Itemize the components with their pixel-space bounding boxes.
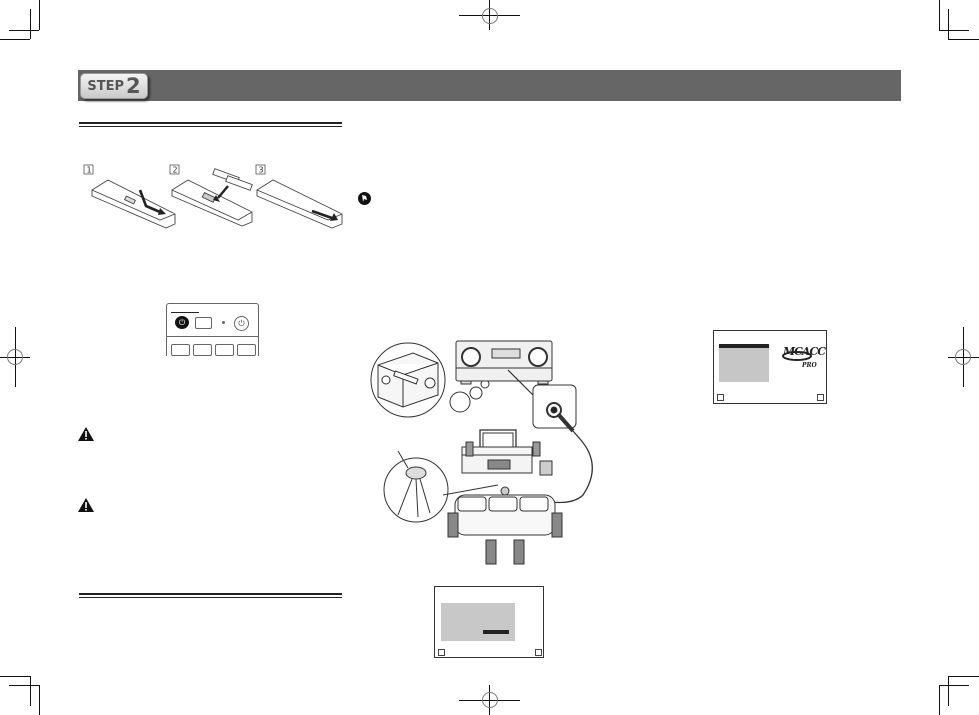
- mcacc-logo-text: MCACC: [783, 345, 826, 358]
- receiver-power-button[interactable]: ⏻: [234, 316, 249, 331]
- crop-mark-bottom-left: [39, 685, 40, 715]
- input-button-4[interactable]: [237, 344, 256, 356]
- crop-mark-top-right: [939, 30, 969, 31]
- mcacc-logo: MCACC PRO: [780, 343, 826, 373]
- crop-mark-top-right: [948, 39, 979, 40]
- step-header-bar: [78, 70, 901, 101]
- crop-mark-bottom-left: [9, 685, 39, 686]
- screen-selection-bar: [483, 630, 509, 634]
- setup-screen: [434, 586, 544, 658]
- section-rule: [79, 122, 342, 127]
- blank-button[interactable]: [195, 317, 212, 329]
- menu-panel: [719, 348, 769, 382]
- input-button-2[interactable]: [193, 344, 212, 356]
- svg-text:2: 2: [173, 166, 178, 175]
- screen-panel: [441, 603, 515, 641]
- crop-mark-top-right: [939, 0, 940, 30]
- mcacc-setup-illustration: [368, 335, 618, 570]
- crop-mark-bottom-left: [0, 676, 30, 677]
- crop-mark-top-left: [9, 30, 39, 31]
- back-icon: [438, 649, 445, 656]
- crop-mark-bottom-right: [948, 676, 979, 677]
- indicator-led: [222, 321, 225, 324]
- input-button-1[interactable]: [171, 344, 190, 356]
- step-badge: STEP 2: [80, 73, 148, 99]
- remote-control-panel: ⏻ ⏻: [166, 303, 259, 356]
- back-icon: [717, 394, 724, 401]
- step-label: STEP: [87, 78, 124, 94]
- step-number: 2: [126, 74, 141, 98]
- svg-text:3: 3: [259, 166, 264, 175]
- menu-header-bar: [719, 344, 769, 348]
- crop-mark-bottom-right: [948, 676, 949, 706]
- svg-text:1: 1: [87, 166, 92, 175]
- input-button-3[interactable]: [215, 344, 234, 356]
- warning-icon: [78, 497, 94, 516]
- warning-icon: [78, 426, 94, 445]
- important-icon: [358, 190, 371, 209]
- crop-mark-top-left: [39, 0, 40, 30]
- panel-label-line: [171, 312, 199, 313]
- crop-mark-bottom-right: [939, 685, 940, 715]
- crop-mark-bottom-left: [30, 676, 31, 706]
- mcacc-logo-sub: PRO: [802, 362, 817, 369]
- crop-mark-bottom-right: [939, 685, 969, 686]
- return-icon: [535, 649, 542, 656]
- crop-mark-top-left: [30, 9, 31, 39]
- battery-step-illustrations: 1 2 3: [80, 162, 360, 237]
- section-rule: [79, 593, 342, 598]
- source-power-button[interactable]: ⏻: [175, 316, 189, 329]
- mcacc-screen: MCACC PRO: [713, 330, 827, 404]
- return-icon: [817, 394, 824, 401]
- crop-mark-top-left: [0, 39, 30, 40]
- panel-divider: [167, 336, 258, 337]
- crop-mark-top-right: [948, 9, 949, 39]
